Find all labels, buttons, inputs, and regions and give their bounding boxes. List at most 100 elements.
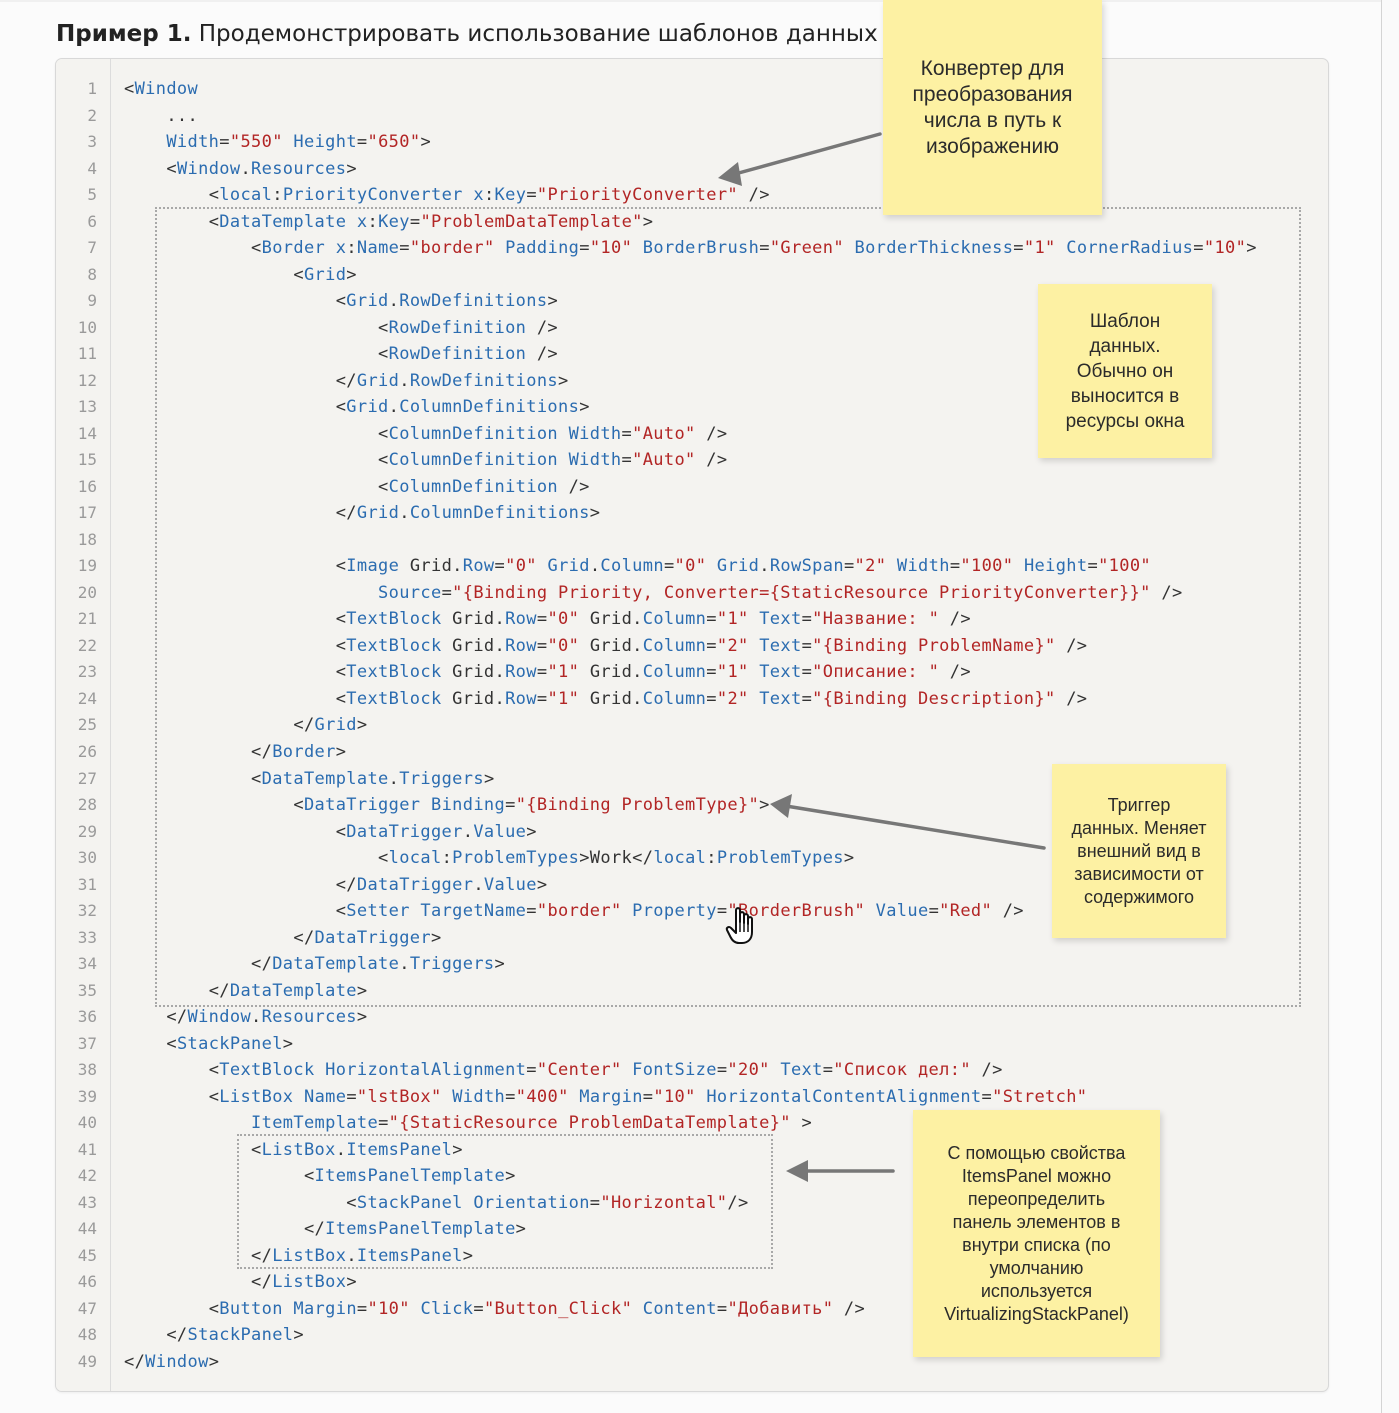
code-token: </ <box>335 503 357 524</box>
code-token: . <box>759 556 770 577</box>
code-token: StackPanel <box>176 1033 283 1054</box>
code-token: Name <box>356 238 400 259</box>
code-token: : <box>483 185 495 206</box>
code-token: RowSpan <box>769 556 844 577</box>
code-token: x <box>356 211 368 232</box>
code-token: Border <box>261 238 326 259</box>
code-token <box>833 1299 844 1319</box>
code-token: = <box>526 901 537 922</box>
code-token: < <box>335 397 347 418</box>
code-token: = <box>716 1060 728 1081</box>
code-token: = <box>356 132 368 153</box>
line-number: 3 <box>87 132 97 152</box>
code-token: Window <box>134 79 199 99</box>
code-token: ColumnDefinition <box>388 450 558 471</box>
code-token: "10" <box>367 1298 410 1319</box>
code-token: DataTrigger <box>356 874 474 895</box>
code-token: </ <box>166 1325 188 1346</box>
note-line: содержимого <box>1083 886 1194 907</box>
code-line: </ListBox> <box>124 1269 357 1295</box>
code-line: </Window.Resources> <box>124 1004 367 1030</box>
code-token: Window <box>176 158 241 179</box>
code-token: < <box>251 1139 262 1160</box>
note-line: Триггер <box>1107 794 1171 815</box>
line-number: 13 <box>77 397 97 417</box>
code-token <box>293 1087 304 1107</box>
code-token <box>283 1299 294 1319</box>
code-token: "10" <box>589 238 633 259</box>
code-token: /> <box>536 344 559 365</box>
code-token: = <box>378 1113 389 1134</box>
code-token: < <box>208 1060 220 1081</box>
code-line: <Button Margin="10" Click="Button_Click"… <box>124 1296 865 1322</box>
line-number: 41 <box>77 1139 97 1159</box>
code-token: ListBox <box>272 1272 347 1293</box>
line-number: 21 <box>77 609 97 629</box>
code-token: = <box>536 635 548 656</box>
code-token: < <box>378 476 389 497</box>
code-token: > <box>346 1272 357 1293</box>
code-token: "1" <box>1023 238 1056 259</box>
code-token: Margin <box>293 1298 357 1319</box>
note-line: ресурсы окна <box>1065 410 1185 432</box>
code-token: "0" <box>674 556 707 577</box>
code-token <box>569 1087 580 1107</box>
code-token: "1" <box>716 609 749 630</box>
code-token <box>124 1034 166 1054</box>
code-token <box>124 1299 209 1319</box>
code-token: Border <box>272 742 336 762</box>
code-token: </ <box>251 1245 273 1266</box>
code-line: </DataTemplate.Triggers> <box>124 951 505 977</box>
code-token: = <box>589 1192 601 1213</box>
line-number: 25 <box>77 715 97 735</box>
code-token: > <box>547 291 559 312</box>
code-token: Row <box>505 635 537 656</box>
page-scrollbar[interactable] <box>1381 0 1399 1413</box>
code-token: > <box>494 954 506 975</box>
code-token <box>738 185 749 205</box>
line-number: 4 <box>87 158 97 178</box>
code-token: Image <box>346 556 400 577</box>
line-number: 39 <box>77 1086 97 1106</box>
note-line: внутри списка (по <box>962 1234 1111 1255</box>
code-token: < <box>335 635 347 656</box>
code-token: < <box>378 344 389 365</box>
code-line: <DataTemplate x:Key="ProblemDataTemplate… <box>124 209 653 235</box>
code-token: "20" <box>727 1060 770 1081</box>
code-token: = <box>1087 556 1099 577</box>
code-token: StackPanel <box>356 1192 463 1213</box>
code-token: < <box>303 1166 315 1187</box>
code-token: Width <box>568 450 622 471</box>
code-token: . <box>399 370 410 391</box>
code-token: "650" <box>367 132 421 153</box>
code-token: = <box>981 1086 993 1107</box>
code-token: HorizontalAlignment <box>325 1060 527 1081</box>
code-token: > <box>356 980 368 1001</box>
code-token: /> <box>1066 635 1088 656</box>
code-token: "Horizontal" <box>600 1192 728 1213</box>
code-token: Column <box>642 635 707 656</box>
code-token <box>124 1246 251 1266</box>
code-line: <ListBox.ItemsPanel> <box>124 1137 463 1163</box>
code-token: : <box>367 211 379 232</box>
code-token <box>463 185 474 205</box>
code-token: /> <box>949 662 971 683</box>
line-number: 9 <box>87 291 97 311</box>
note-line: данных. <box>1089 335 1161 357</box>
code-line: </ListBox.ItemsPanel> <box>124 1243 473 1269</box>
line-number: 24 <box>77 688 97 708</box>
code-token: "{Binding Priority, Converter={StaticRes… <box>452 582 1151 603</box>
note-line: Обычно он <box>1076 360 1174 382</box>
code-token: ProblemTypes <box>716 848 844 869</box>
code-token: "550" <box>229 132 283 153</box>
code-line: </Grid> <box>124 712 367 738</box>
code-token: RowDefinitions <box>409 370 559 391</box>
code-token: . <box>388 397 400 418</box>
code-token: x <box>335 238 347 259</box>
code-token: < <box>335 901 347 922</box>
code-line: <TextBlock HorizontalAlignment="Center" … <box>124 1057 1003 1083</box>
code-token: > <box>515 1219 527 1240</box>
code-token: Content <box>642 1298 717 1319</box>
code-token: < <box>335 291 347 312</box>
